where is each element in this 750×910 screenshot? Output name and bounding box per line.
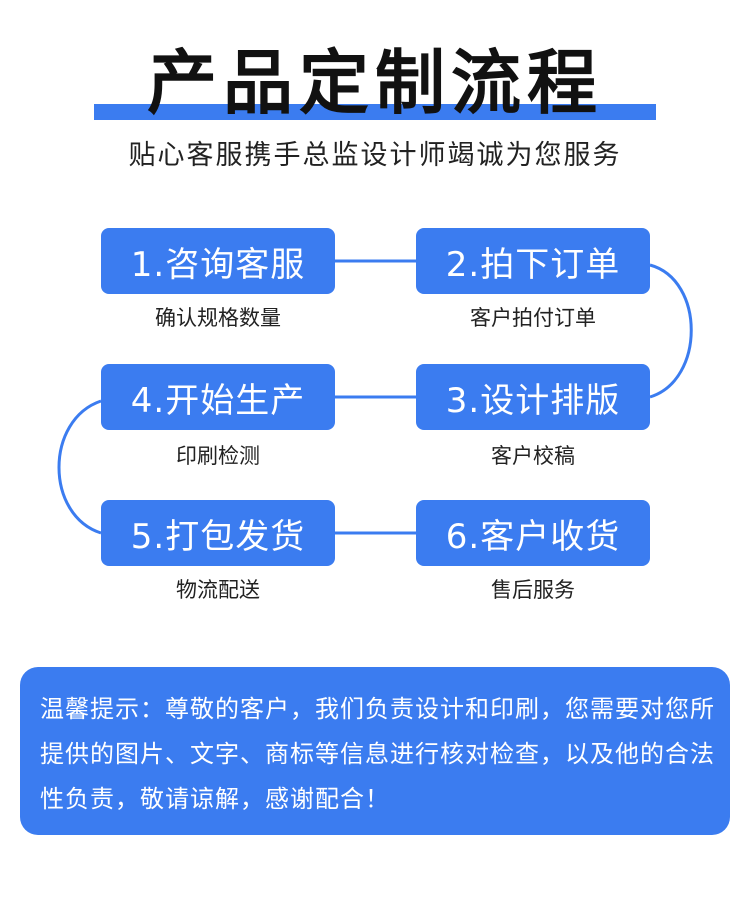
step-3-design: 3.设计排版: [416, 364, 650, 430]
step-4-label: 4.开始生产: [130, 380, 306, 421]
step-3-label: 3.设计排版: [445, 380, 621, 421]
page-title: 产品定制流程: [147, 42, 603, 124]
page-subtitle: 贴心客服携手总监设计师竭诚为您服务: [128, 140, 622, 171]
step-6-desc: 售后服务: [491, 578, 575, 602]
step-1-label: 1.咨询客服: [130, 244, 306, 285]
step-5-desc: 物流配送: [176, 578, 260, 602]
step-5-shipping: 5.打包发货: [101, 500, 335, 566]
step-1-consult: 1.咨询客服: [101, 228, 335, 294]
step-2-order: 2.拍下订单: [416, 228, 650, 294]
connector-4-5: [57, 399, 102, 535]
notice-text: 温馨提示：尊敬的客户，我们负责设计和印刷，您需要对您所提供的图片、文字、商标等信…: [40, 695, 715, 813]
step-3-desc: 客户校稿: [491, 444, 575, 468]
step-2-desc: 客户拍付订单: [470, 306, 596, 330]
connector-2-3: [649, 263, 693, 399]
step-2-label: 2.拍下订单: [445, 244, 621, 285]
notice-box: 温馨提示：尊敬的客户，我们负责设计和印刷，您需要对您所提供的图片、文字、商标等信…: [20, 667, 730, 835]
step-6-label: 6.客户收货: [445, 516, 621, 557]
step-6-receive: 6.客户收货: [416, 500, 650, 566]
title-underline-bar: [94, 104, 656, 120]
step-5-label: 5.打包发货: [130, 516, 306, 557]
step-4-desc: 印刷检测: [176, 444, 260, 468]
step-4-production: 4.开始生产: [101, 364, 335, 430]
step-1-desc: 确认规格数量: [155, 306, 281, 330]
